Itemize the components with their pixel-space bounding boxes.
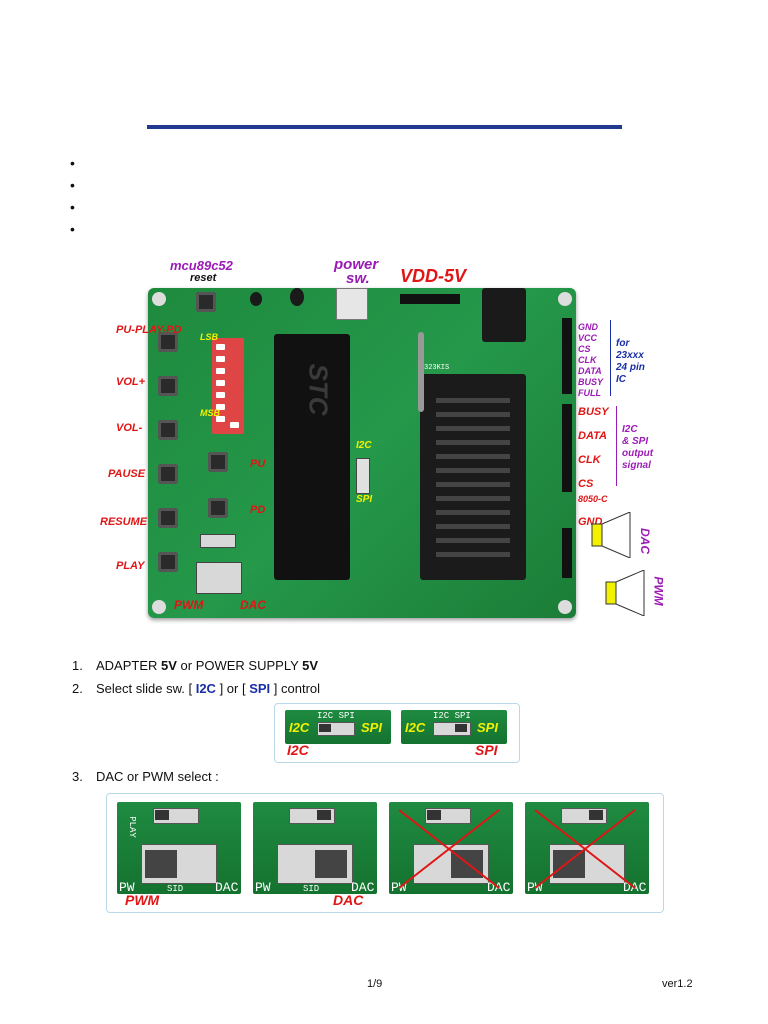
vol-minus-button xyxy=(158,420,178,440)
left-label-play: PLAY xyxy=(116,560,145,572)
pwm-speaker-icon xyxy=(605,570,645,616)
osc-label: 8050-C xyxy=(578,494,608,504)
out-data: DATA xyxy=(578,430,607,442)
dc-jack xyxy=(482,288,526,342)
page-number: 1/9 xyxy=(367,978,383,990)
reset-label: reset xyxy=(190,272,217,284)
bullet-item xyxy=(70,196,83,218)
dip-switch xyxy=(212,338,244,434)
resume-button xyxy=(158,508,178,528)
output-note: I2C & SPI output signal xyxy=(622,424,654,471)
pd-button xyxy=(208,498,228,518)
pu-label: PU xyxy=(250,458,266,470)
out-clk: CLK xyxy=(578,454,601,466)
out-busy: BUSY xyxy=(578,406,609,418)
output-header xyxy=(562,404,572,492)
pwm-label: PWM xyxy=(174,598,204,612)
chip-label: STC xyxy=(303,363,334,416)
dac-label: DAC xyxy=(240,598,266,612)
step-3: 3.DAC or PWM select : xyxy=(72,769,219,784)
reset-button xyxy=(196,292,216,312)
pwm-dac-switch xyxy=(196,562,242,594)
sw-label: sw. xyxy=(346,270,370,287)
invalid-photo-1: PW DAC xyxy=(389,802,513,894)
pcb-board: LSB MSB STC I2C SPI 323KIS xyxy=(148,288,576,618)
zif-socket xyxy=(420,374,526,580)
speaker-pwm-label: PWM xyxy=(651,576,666,606)
left-label-pause: PAUSE xyxy=(108,468,146,480)
vol-plus-button xyxy=(158,376,178,396)
bullet-list xyxy=(70,152,83,240)
dac-pwm-photo-panel: PLAY PW DAC SID PW DAC SID PW DAC xyxy=(106,793,664,913)
left-label-pu-play-pd: PU-PLAY-PD xyxy=(116,324,182,336)
bullet-item xyxy=(70,218,83,240)
cross-icon xyxy=(398,809,500,889)
pu-play-pd-button xyxy=(158,332,178,352)
spi-caption: SPI xyxy=(475,742,498,758)
bullet-item xyxy=(70,174,83,196)
dac-photo: PW DAC SID xyxy=(253,802,377,894)
pwm-photo: PLAY PW DAC SID xyxy=(117,802,241,894)
left-label-vol-minus: VOL- xyxy=(116,422,143,434)
speaker-dac-label: DAC xyxy=(638,528,652,554)
play-button xyxy=(158,552,178,572)
spi-photo: I2C I2C SPI SPI xyxy=(401,710,507,744)
lsb-label: LSB xyxy=(200,332,218,342)
for-note: for 23xxx 24 pin IC xyxy=(616,338,645,385)
power-header xyxy=(400,294,460,304)
i2c-caption: I2C xyxy=(287,742,309,758)
step-1: 1.ADAPTER 5V or POWER SUPPLY 5V xyxy=(72,658,319,673)
pause-button xyxy=(158,464,178,484)
invalid-photo-2: PW DAC xyxy=(525,802,649,894)
power-switch xyxy=(336,288,368,320)
board-i2c-label: I2C xyxy=(356,440,372,451)
title-rule xyxy=(147,125,622,129)
j1-pin-labels: GND VCC CS CLK DATA BUSY FULL xyxy=(578,322,604,398)
pu-button xyxy=(208,452,228,472)
vdd-label: VDD-5V xyxy=(400,266,467,286)
bullet-item xyxy=(70,152,83,174)
out-cs: CS xyxy=(578,478,594,490)
mcu-chip: STC xyxy=(274,334,350,580)
left-label-vol-plus: VOL+ xyxy=(116,376,146,388)
left-label-resume: RESUME xyxy=(100,516,148,528)
step-2: 2.Select slide sw. [ I2C ] or [ SPI ] co… xyxy=(72,681,321,696)
mcu-label: mcu89c52 xyxy=(170,258,233,273)
i2c-photo: I2C I2C SPI SPI xyxy=(285,710,391,744)
j1-header xyxy=(562,318,572,394)
version-label: ver1.2 xyxy=(662,978,693,990)
msb-label: MSB xyxy=(200,408,220,418)
socket-label: 323KIS xyxy=(424,364,450,372)
pwm-caption: PWM xyxy=(125,892,160,908)
board-photo: LSB MSB STC I2C SPI 323KIS xyxy=(100,250,680,630)
board-spi-label: SPI xyxy=(356,494,373,505)
i2c-spi-switch xyxy=(356,458,370,494)
pd-label: PD xyxy=(250,504,266,516)
dac-caption: DAC xyxy=(333,892,364,908)
dac-speaker-icon xyxy=(591,512,631,558)
speaker-header xyxy=(562,528,572,578)
power-label: power xyxy=(334,256,379,273)
cross-icon xyxy=(534,809,636,889)
i2c-spi-photo-panel: I2C I2C SPI SPI I2C I2C SPI SPI I2C SPI xyxy=(274,703,520,763)
